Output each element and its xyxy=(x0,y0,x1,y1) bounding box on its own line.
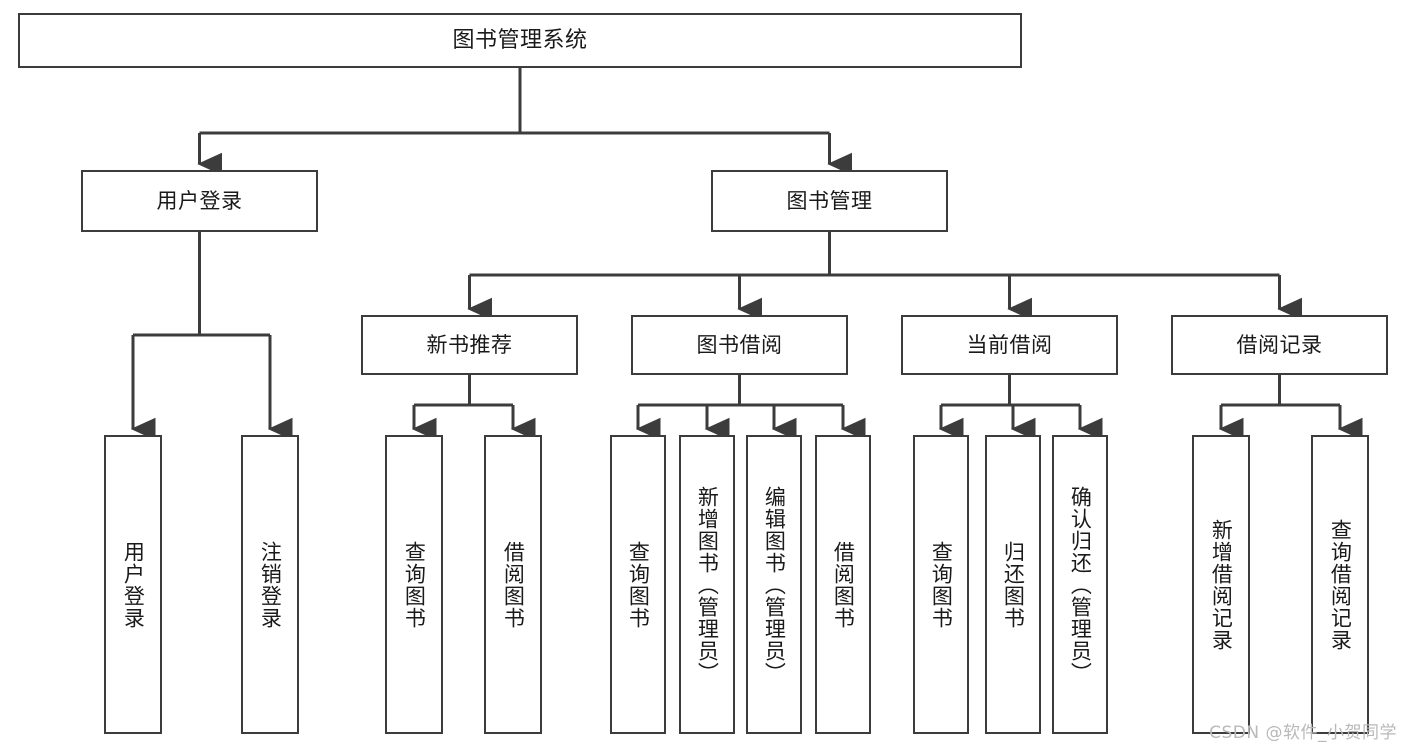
node-borrow-record[interactable]: 借阅记录 xyxy=(1171,315,1388,375)
node-user-login-label: 用户登录 xyxy=(156,188,243,213)
node-user-login[interactable]: 用户登录 xyxy=(81,170,318,232)
node-leaf-user-login-label: 用户登录 xyxy=(121,540,146,629)
node-leaf-query-record-label: 查询借阅记录 xyxy=(1328,518,1353,651)
node-root-label: 图书管理系统 xyxy=(452,27,588,53)
node-current-borrow[interactable]: 当前借阅 xyxy=(901,315,1118,375)
node-leaf-edit-book-label: 编辑图书（管理员） xyxy=(762,485,787,684)
csdn-watermark: CSDN @软件_小贺同学 xyxy=(1209,723,1397,743)
node-leaf-confirm-return-label: 确认归还（管理员） xyxy=(1068,485,1093,684)
node-leaf-edit-book[interactable]: 编辑图书（管理员） xyxy=(746,435,802,734)
node-leaf-user-logout[interactable]: 注销登录 xyxy=(241,435,299,734)
node-book-manage-label: 图书管理 xyxy=(786,188,873,213)
node-book-borrow-label: 图书借阅 xyxy=(696,332,783,357)
node-new-book-recommend[interactable]: 新书推荐 xyxy=(361,315,578,375)
node-leaf-query-book-1[interactable]: 查询图书 xyxy=(385,435,443,734)
node-leaf-borrow-book-1[interactable]: 借阅图书 xyxy=(484,435,542,734)
node-leaf-user-login[interactable]: 用户登录 xyxy=(104,435,162,734)
node-leaf-return-book-label: 归还图书 xyxy=(1001,540,1026,629)
node-borrow-record-label: 借阅记录 xyxy=(1236,332,1323,357)
node-leaf-add-book[interactable]: 新增图书（管理员） xyxy=(679,435,735,734)
node-leaf-confirm-return[interactable]: 确认归还（管理员） xyxy=(1052,435,1108,734)
node-root[interactable]: 图书管理系统 xyxy=(18,13,1022,68)
node-leaf-add-book-label: 新增图书（管理员） xyxy=(695,485,720,684)
node-leaf-query-book-2-label: 查询图书 xyxy=(626,540,651,629)
node-leaf-add-record[interactable]: 新增借阅记录 xyxy=(1192,435,1250,734)
node-leaf-borrow-book-2[interactable]: 借阅图书 xyxy=(815,435,871,734)
node-leaf-add-record-label: 新增借阅记录 xyxy=(1209,518,1234,651)
node-leaf-return-book[interactable]: 归还图书 xyxy=(985,435,1041,734)
node-book-borrow[interactable]: 图书借阅 xyxy=(631,315,848,375)
node-leaf-borrow-book-2-label: 借阅图书 xyxy=(831,540,856,629)
node-leaf-query-book-3[interactable]: 查询图书 xyxy=(913,435,969,734)
node-leaf-query-book-2[interactable]: 查询图书 xyxy=(610,435,666,734)
node-book-manage[interactable]: 图书管理 xyxy=(711,170,948,232)
node-leaf-user-logout-label: 注销登录 xyxy=(258,540,283,629)
node-leaf-query-record[interactable]: 查询借阅记录 xyxy=(1311,435,1369,734)
node-current-borrow-label: 当前借阅 xyxy=(966,332,1053,357)
node-leaf-borrow-book-1-label: 借阅图书 xyxy=(501,540,526,629)
node-new-book-recommend-label: 新书推荐 xyxy=(426,332,513,357)
node-leaf-query-book-1-label: 查询图书 xyxy=(402,540,427,629)
node-leaf-query-book-3-label: 查询图书 xyxy=(929,540,954,629)
